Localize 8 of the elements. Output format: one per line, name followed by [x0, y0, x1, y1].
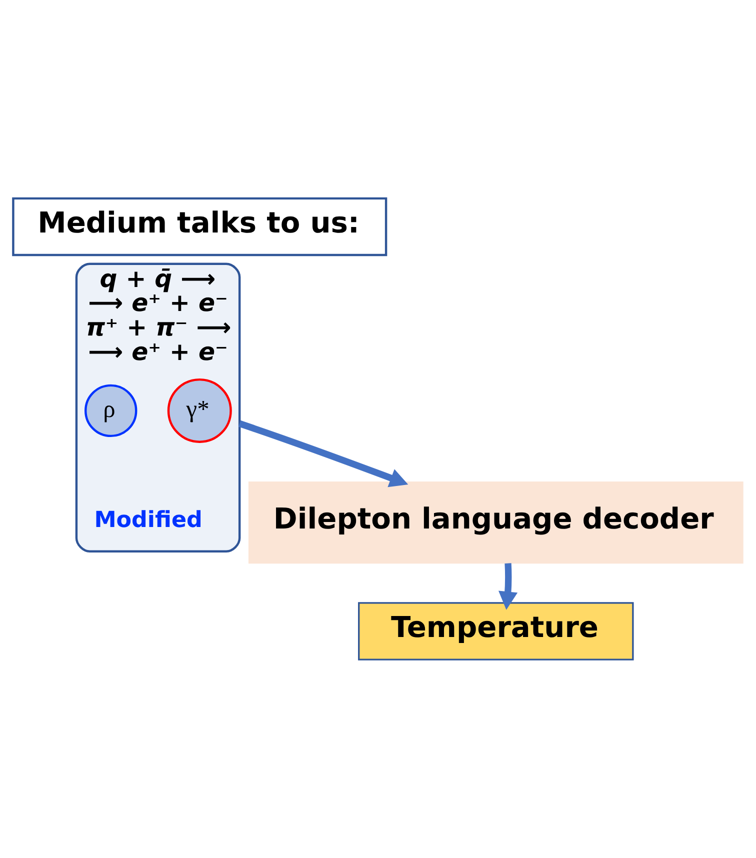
node-label: Modified	[94, 506, 202, 533]
arrow	[238, 420, 408, 488]
node-box: Medium talks to us:	[12, 197, 388, 256]
arrow	[498, 563, 518, 610]
node-box: Temperature	[358, 602, 634, 660]
node-circle: ρ	[84, 384, 138, 438]
node-circle: γ*	[167, 378, 232, 443]
node-box: Dilepton language decoder	[248, 481, 744, 564]
